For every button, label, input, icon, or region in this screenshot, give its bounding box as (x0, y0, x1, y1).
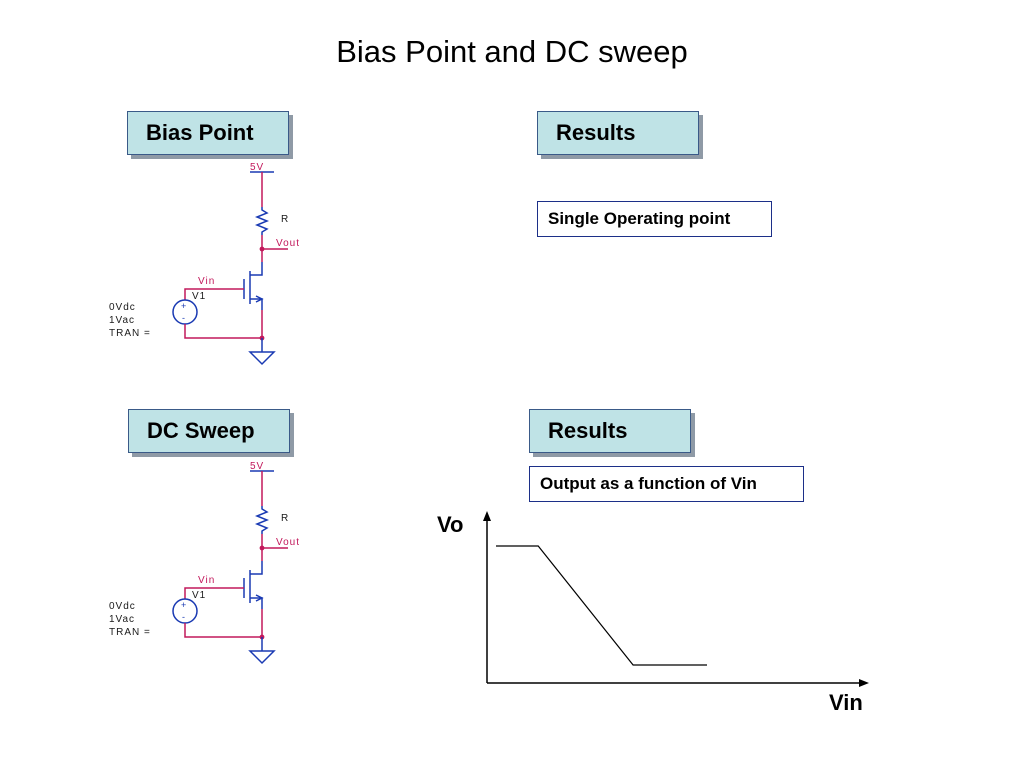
y-axis-label: Vo (437, 512, 464, 537)
vout-node (259, 246, 265, 252)
resistor-symbol (254, 207, 270, 235)
source-arrow (255, 295, 264, 303)
source-name: V1 (192, 590, 206, 601)
source-param-tran: TRAN = (109, 627, 151, 638)
slide-title: Bias Point and DC sweep (336, 34, 688, 69)
single-operating-point-note: Single Operating point (537, 201, 772, 237)
sweep-results-label: Results (529, 409, 691, 453)
plus-sign: + (181, 600, 187, 610)
vin-wire (184, 587, 244, 599)
transfer-curve (496, 545, 707, 666)
output-function-note: Output as a function of Vin (529, 466, 804, 502)
vout-label: Vout (276, 238, 300, 249)
vin-label: Vin (198, 575, 215, 586)
ground-icon (248, 351, 276, 366)
drain-lead (250, 561, 263, 575)
plus-sign: + (181, 301, 187, 311)
ground-wire (184, 324, 262, 339)
ground-icon (248, 650, 276, 665)
dc-sweep-label: DC Sweep (128, 409, 290, 453)
source-name: V1 (192, 291, 206, 302)
resistor-label: R (281, 214, 289, 225)
resistor-symbol (254, 506, 270, 534)
bias-results-label: Results (537, 111, 699, 155)
ground-wire (184, 623, 262, 638)
source-param-tran: TRAN = (109, 328, 151, 339)
resistor-label: R (281, 513, 289, 524)
supply-label: 5V (250, 461, 264, 472)
minus-sign: - (182, 612, 186, 622)
y-axis-arrow-icon (483, 511, 491, 521)
source-param-dc: 0Vdc (109, 601, 136, 612)
vin-wire (184, 288, 244, 300)
source-param-ac: 1Vac (109, 315, 135, 326)
drain-lead (250, 262, 263, 276)
vin-label: Vin (198, 276, 215, 287)
source-param-dc: 0Vdc (109, 302, 136, 313)
bias-point-label: Bias Point (127, 111, 289, 155)
source-arrow (255, 594, 264, 602)
source-param-ac: 1Vac (109, 614, 135, 625)
x-axis-arrow-icon (859, 679, 869, 687)
x-axis-label: Vin (829, 690, 863, 715)
vout-label: Vout (276, 537, 300, 548)
minus-sign: - (182, 313, 186, 323)
supply-label: 5V (250, 162, 264, 173)
vout-node (259, 545, 265, 551)
